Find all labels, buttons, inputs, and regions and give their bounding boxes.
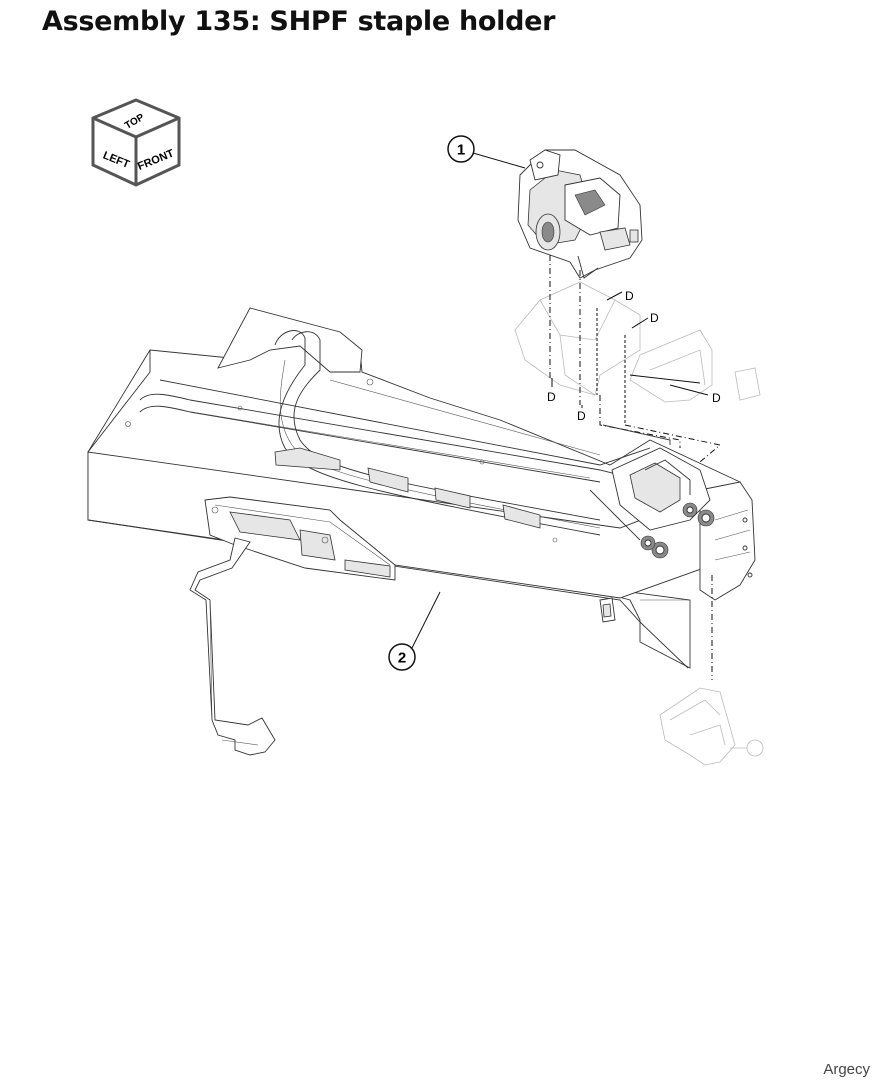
detail-label-d: D [625, 289, 634, 303]
page-title: Assembly 135: SHPF staple holder [42, 6, 556, 37]
ghosted-staple-holder [514, 281, 761, 403]
callout-2: 2 [388, 591, 441, 671]
main-rail-assembly [87, 307, 756, 669]
orientation-cube: TOP LEFT FRONT [91, 98, 181, 187]
detail-label-d: D [547, 390, 556, 404]
callout-2-number: 2 [398, 650, 406, 667]
explode-lines [549, 255, 722, 680]
flat-ribbon-cable [189, 537, 276, 756]
detail-label-d: D [577, 409, 586, 423]
callout-1-number: 1 [457, 142, 465, 159]
detail-labels: D D D D D [547, 289, 721, 423]
detail-label-d: D [712, 391, 721, 405]
detail-label-d: D [650, 311, 659, 325]
callout-1: 1 [447, 135, 526, 169]
ghosted-lower-bracket [659, 687, 764, 766]
watermark-text: Argecy [823, 1061, 870, 1078]
stapler-unit [517, 149, 643, 279]
